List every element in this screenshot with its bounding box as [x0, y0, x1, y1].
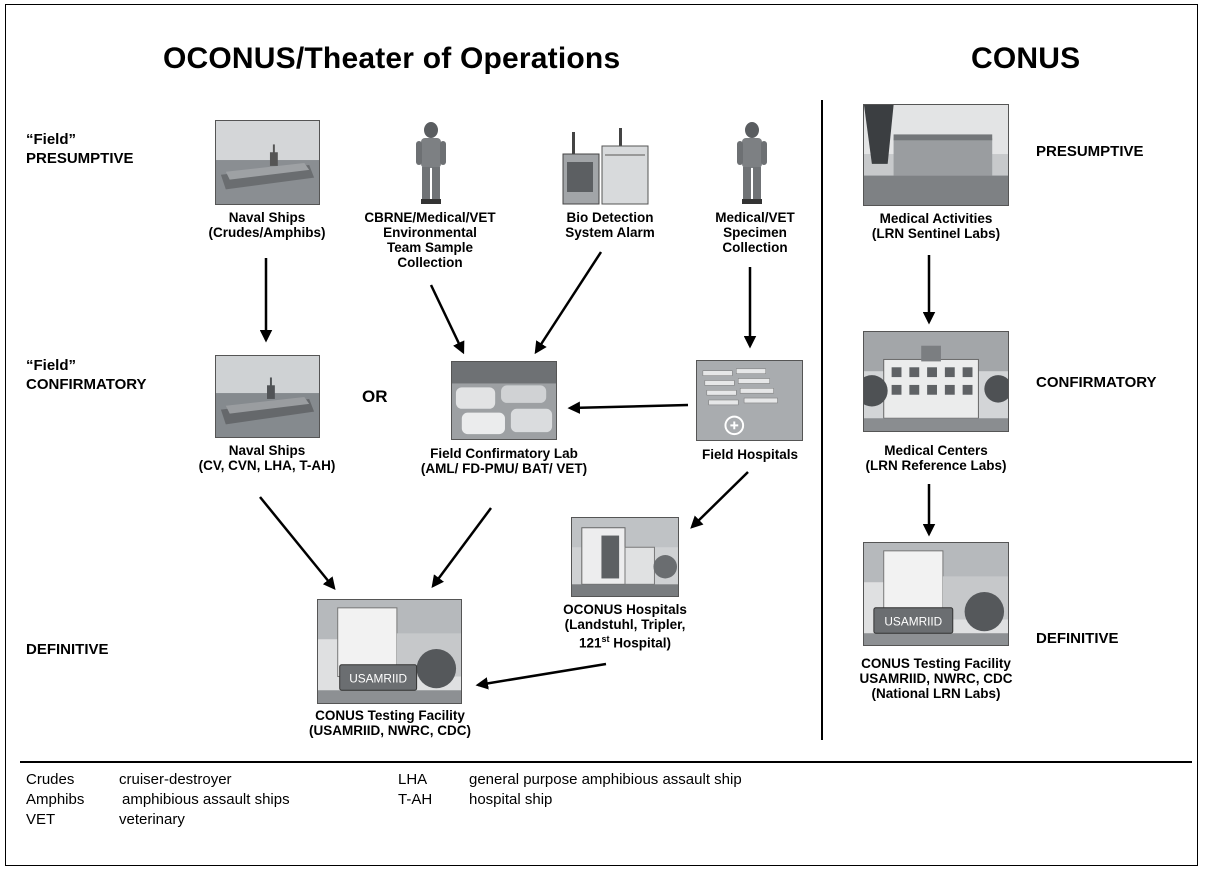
label-line: (AML/ FD-PMU/ BAT/ VET) — [420, 461, 588, 476]
soldier-photo-1 — [413, 121, 449, 205]
legend-abbr: Crudes — [26, 771, 75, 788]
conus-level-confirmatory: CONFIRMATORY — [1036, 374, 1157, 391]
medvet-specimen-label: Medical/VET Specimen Collection — [680, 210, 830, 255]
label-part: st — [601, 634, 610, 644]
label-line: Medical Centers — [884, 443, 988, 458]
label-line: Medical/VET — [715, 210, 795, 225]
label-line: (Landstuhl, Tripler, — [564, 617, 686, 632]
or-label: OR — [362, 387, 388, 406]
label-line: (Crudes/Amphibs) — [208, 225, 326, 240]
label-line: CONUS Testing Facility — [315, 708, 465, 723]
label-line: Specimen — [723, 225, 787, 240]
label-part: 121 — [578, 635, 602, 651]
medical-centers-photo — [863, 331, 1009, 432]
soldier-photo-2 — [734, 121, 770, 205]
label-line: Bio Detection — [566, 210, 654, 225]
bio-detection-label: Bio Detection System Alarm — [530, 210, 690, 240]
medical-activities-photo — [863, 104, 1009, 206]
legend-def: hospital ship — [469, 791, 553, 808]
oconus-heading: OCONUS/Theater of Operations — [163, 42, 621, 75]
label-line: Field Hospitals — [701, 447, 799, 462]
label-line: System Alarm — [565, 225, 655, 240]
level-field-confirmatory: “Field” CONFIRMATORY — [26, 356, 147, 394]
label-line: Collection — [722, 240, 788, 255]
label-line: OCONUS Hospitals — [563, 602, 687, 617]
label-line: (USAMRIID, NWRC, CDC) — [309, 723, 471, 738]
label-line: Collection — [397, 255, 463, 270]
usamriid-sign-2: USAMRIID — [884, 614, 942, 628]
diagram-frame — [5, 4, 1198, 866]
naval-ships-label-2: Naval Ships (CV, CVN, LHA, T-AH) — [167, 443, 367, 473]
label-line: (LRN Reference Labs) — [865, 458, 1007, 473]
field-hospital-photo — [696, 360, 803, 441]
conus-level-presumptive: PRESUMPTIVE — [1036, 143, 1144, 160]
oconus-hospital-photo — [571, 517, 679, 597]
field-quote-label-2: “Field” — [26, 357, 77, 374]
label-part: Hospital) — [609, 635, 672, 651]
field-lab-tents-photo — [451, 361, 557, 440]
label-line: Medical Activities — [879, 211, 993, 226]
conus-level-definitive: DEFINITIVE — [1036, 630, 1119, 647]
legend-def: veterinary — [119, 811, 185, 828]
label-line: (National LRN Labs) — [871, 686, 1001, 701]
field-quote-label: “Field” — [26, 131, 77, 148]
medical-centers-label: Medical Centers (LRN Reference Labs) — [846, 443, 1026, 473]
usamriid-photo-2: USAMRIID — [863, 542, 1009, 646]
label-line: Naval Ships — [228, 210, 306, 225]
label-line: Field Confirmatory Lab — [430, 446, 578, 461]
legend-abbr: VET — [26, 811, 56, 828]
presumptive-label: PRESUMPTIVE — [26, 150, 134, 167]
oconus-hospitals-label: OCONUS Hospitals (Landstuhl, Tripler, 12… — [530, 602, 720, 651]
aircraft-carrier-photo-2 — [215, 355, 320, 438]
usamriid-sign-1: USAMRIID — [349, 671, 407, 685]
label-line: 121st Hospital) — [530, 632, 720, 651]
cbrne-label: CBRNE/Medical/VET Environmental Team Sam… — [340, 210, 520, 270]
label-line: Naval Ships — [228, 443, 306, 458]
label-line: USAMRIID, NWRC, CDC — [859, 671, 1013, 686]
legend-def: general purpose amphibious assault ship — [469, 771, 742, 788]
label-line: CONUS Testing Facility — [861, 656, 1011, 671]
label-line: Team Sample — [386, 240, 474, 255]
conus-testing-label-2: CONUS Testing Facility USAMRIID, NWRC, C… — [836, 656, 1036, 701]
confirmatory-label: CONFIRMATORY — [26, 376, 147, 393]
conus-testing-label-1: CONUS Testing Facility (USAMRIID, NWRC, … — [280, 708, 500, 738]
usamriid-photo-1: USAMRIID — [317, 599, 462, 704]
legend-def: cruiser-destroyer — [119, 771, 232, 788]
conus-heading: CONUS — [971, 42, 1081, 75]
legend-abbr: LHA — [398, 771, 428, 788]
medical-activities-label: Medical Activities (LRN Sentinel Labs) — [846, 211, 1026, 241]
level-definitive: DEFINITIVE — [26, 641, 109, 658]
vertical-divider — [821, 100, 823, 740]
field-conf-lab-label: Field Confirmatory Lab (AML/ FD-PMU/ BAT… — [384, 446, 624, 476]
level-field-presumptive: “Field” PRESUMPTIVE — [26, 130, 134, 168]
label-line: CBRNE/Medical/VET — [364, 210, 496, 225]
label-line: (CV, CVN, LHA, T-AH) — [198, 458, 336, 473]
label-line: Environmental — [383, 225, 477, 240]
naval-ships-label-1: Naval Ships (Crudes/Amphibs) — [177, 210, 357, 240]
legend-abbr: Amphibs — [26, 791, 85, 808]
legend-abbr: T-AH — [398, 791, 433, 808]
bio-detection-photo — [562, 124, 652, 206]
legend-divider — [20, 761, 1192, 763]
label-line: (LRN Sentinel Labs) — [871, 226, 1001, 241]
field-hospitals-label: Field Hospitals — [680, 447, 820, 462]
aircraft-carrier-photo-1 — [215, 120, 320, 205]
legend-def: amphibious assault ships — [122, 791, 290, 808]
